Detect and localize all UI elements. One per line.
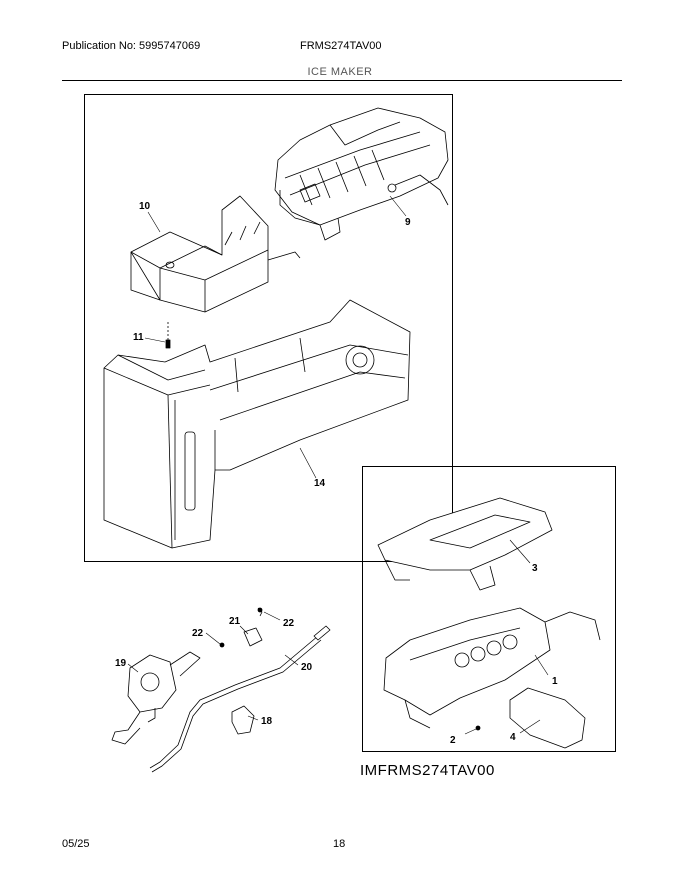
page-number: 18 (333, 838, 346, 850)
callout-11: 11 (133, 332, 144, 343)
part-3-mold-housing (377, 497, 553, 591)
header-rule (62, 80, 622, 81)
part-21-clamp (243, 627, 263, 647)
figure-identifier: IMFRMS274TAV00 (360, 762, 495, 779)
main-diagram-frame (84, 94, 453, 562)
callout-18: 18 (261, 716, 273, 727)
callout-20: 20 (301, 662, 313, 673)
callout-14: 14 (314, 478, 326, 489)
publication-number: Publication No: 5995747069 (62, 40, 201, 52)
model-number: FRMS274TAV00 (300, 40, 382, 52)
part-19-water-valve (111, 651, 201, 745)
callout-9: 9 (405, 217, 411, 228)
callout-4: 4 (510, 732, 516, 743)
callout-3: 3 (532, 563, 538, 574)
part-11-screw (165, 322, 171, 349)
callout-2: 2 (450, 735, 456, 746)
callout-10: 10 (139, 201, 151, 212)
footer-date: 05/25 (62, 838, 90, 850)
callout-1: 1 (552, 676, 558, 687)
part-10-cover (130, 195, 301, 313)
callout-22-right: 22 (283, 618, 295, 629)
part-1-ice-maker-module (383, 607, 601, 729)
callout-22-left: 22 (192, 628, 204, 639)
callout-21: 21 (229, 616, 241, 627)
part-18-tube-clip (231, 705, 255, 735)
section-title: ICE MAKER (307, 66, 373, 78)
callout-19: 19 (115, 658, 127, 669)
part-14-ice-bucket (103, 299, 411, 549)
part-22-screws (219, 607, 263, 648)
part-20-water-tube (149, 625, 331, 773)
part-4-cover (509, 687, 586, 749)
part-2-screw (475, 725, 481, 731)
ice-maker-inset-frame (362, 466, 616, 752)
leader-lines (127, 195, 549, 735)
part-9-ice-maker (274, 107, 449, 241)
